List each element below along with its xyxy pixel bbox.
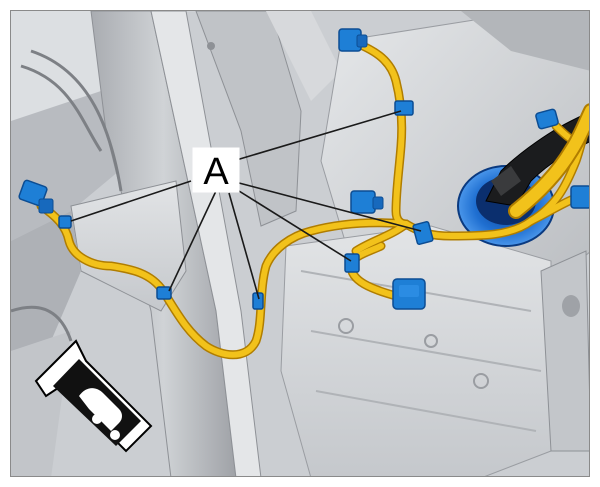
callout-letter: A	[203, 151, 229, 193]
clip-1	[394, 100, 414, 116]
illustration-frame: A	[10, 10, 590, 477]
clip-3	[344, 253, 360, 273]
clip-4	[58, 215, 72, 229]
connector-left	[18, 179, 54, 214]
callout-leaders	[70, 110, 422, 300]
clip-2	[412, 220, 434, 246]
callout-label: A	[192, 147, 240, 193]
wiring-harness	[36, 38, 589, 360]
connector-right-edge	[570, 185, 589, 209]
clip-5	[156, 286, 172, 300]
wiring-harness-illustration: A	[11, 11, 589, 476]
connector-middle	[350, 190, 384, 214]
connector-top-right	[535, 108, 559, 130]
connectors	[18, 28, 589, 310]
connector-lower	[392, 278, 426, 310]
vehicle-front-arrow-icon	[34, 339, 153, 453]
connector-top	[338, 28, 368, 52]
